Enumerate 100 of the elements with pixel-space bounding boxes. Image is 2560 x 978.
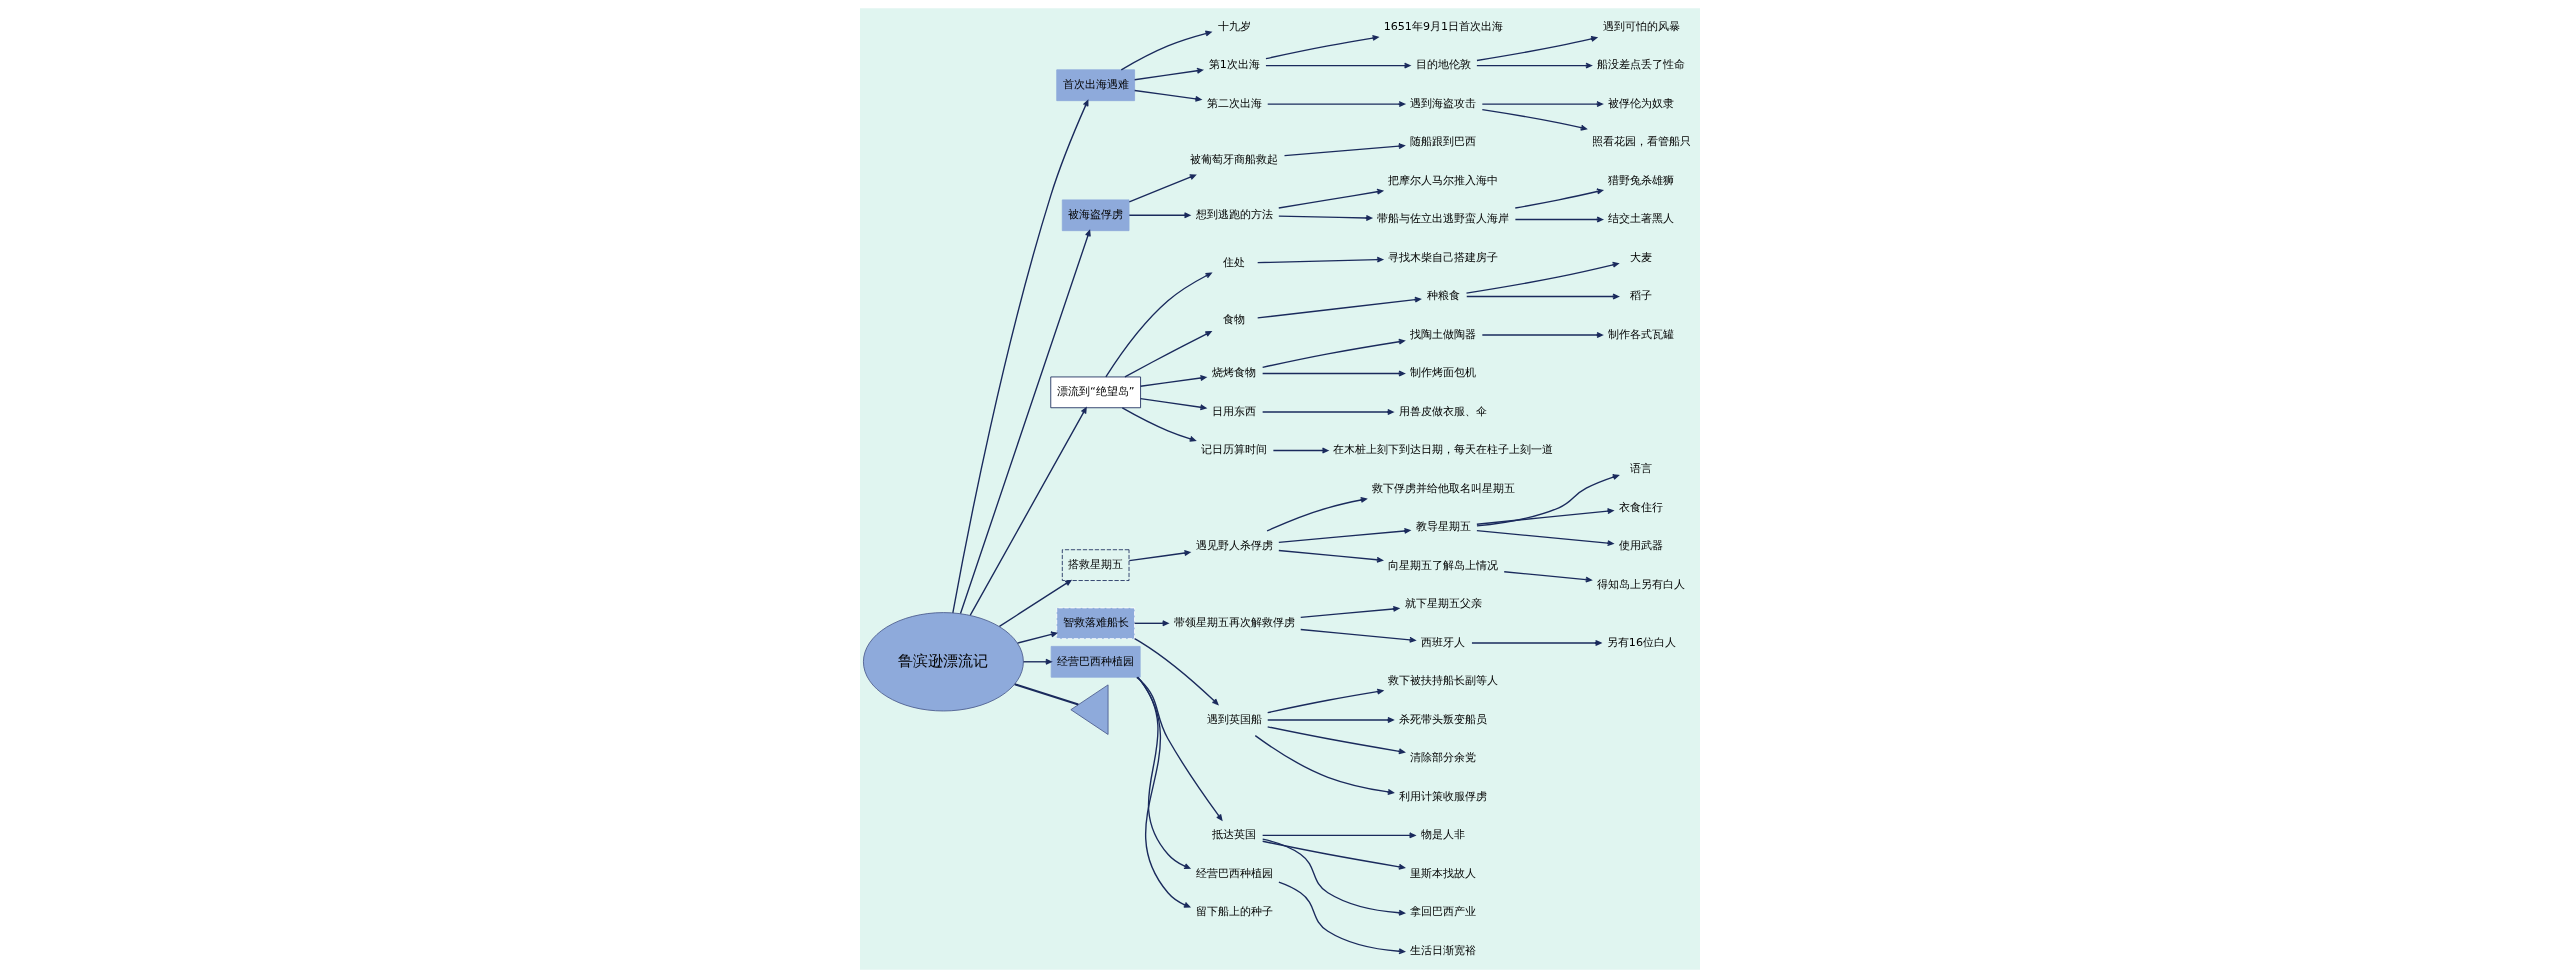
arrow [1476,529,1614,547]
node-text: 带船与佐立出逃野蛮人海岸 [1377,212,1510,226]
node-text: 制作烤面包机 [1410,366,1477,380]
arrow [1300,628,1416,643]
node-text: 留下船上的种子 [1195,905,1273,919]
arrow [969,407,1087,616]
arrow [1283,143,1405,157]
node-text: 拿回巴西产业 [1410,905,1477,919]
node-text: 另有16位白人 [1606,635,1676,649]
arrow [1136,676,1223,821]
arrow [1278,549,1383,563]
arrow [1128,550,1191,562]
node-box: 被海盗俘虏 [1061,199,1130,232]
arrow [1465,261,1619,294]
node-text: 利用计策收服俘虏 [1399,789,1488,803]
node-triangle [1070,684,1109,735]
node-text: 经营巴西种植园 [1195,866,1273,880]
arrow [1481,108,1587,131]
node-text: 物是人非 [1421,828,1466,842]
node-text: 找陶土做陶器 [1410,327,1477,341]
node-box: 搭救星期五 [1061,549,1130,581]
arrow [1136,676,1191,908]
node-text: 照看花园，看管船只 [1591,135,1691,149]
node-text: 记日历算时间 [1201,443,1268,457]
node-text: 十九岁 [1217,19,1251,33]
node-text: 用兽皮做衣服、伞 [1399,404,1488,418]
arrow [1267,688,1384,714]
node-text: 目的地伦敦 [1415,58,1471,72]
node-text: 船没差点丢了性命 [1597,58,1686,72]
arrow [959,230,1091,615]
connector [1014,683,1079,706]
node-text: 制作各式瓦罐 [1608,327,1675,341]
node-text: 救下俘虏并给他取名叫星期五 [1371,481,1515,495]
arrow [1257,256,1384,264]
arrow [1265,62,1411,69]
node-text: 向星期五了解岛上情况 [1388,558,1499,572]
arrow [1267,726,1405,755]
node-text: 食物 [1223,313,1246,327]
node-text: 烧烤食物 [1212,366,1257,380]
node-text: 想到逃跑的方法 [1195,208,1273,222]
node-text: 随船跟到巴西 [1410,135,1477,149]
arrow [1266,497,1367,532]
node-text: 大麦 [1630,250,1653,264]
node-text: 生活日渐宽裕 [1410,943,1477,957]
node-text: 遇到可怕的风暴 [1602,19,1680,33]
arrow [1016,631,1058,644]
node-box: 漂流到“绝望岛” [1050,376,1141,409]
arrow [998,579,1072,628]
node-text: 稻子 [1630,289,1653,303]
node-text: 第二次出海 [1206,96,1262,110]
arrow [1133,89,1202,102]
node-text: 教导星期五 [1415,520,1471,534]
arrow [1278,215,1373,221]
arrow [1261,840,1405,870]
arrow [1265,35,1379,60]
arrow [1128,174,1196,203]
node-text: 寻找木柴自己搭建房子 [1388,250,1499,264]
node-text: 在木桩上刻下到达日期，每天在柱子上刻一道 [1333,443,1554,457]
node-box: 首次出海遇难 [1056,69,1135,102]
arrow [1261,409,1394,415]
arrow [1476,62,1592,69]
arrow [1278,188,1384,209]
node-text: 杀死带头叛变船员 [1399,712,1488,726]
node-text: 遇到海盗攻击 [1410,96,1477,110]
node-text: 遇到英国船 [1206,712,1262,726]
node-text: 住处 [1223,256,1246,270]
arrow [1476,474,1619,527]
arrow [1261,338,1405,369]
node-text: 衣食住行 [1619,500,1664,514]
node-text: 猎野兔杀雄狮 [1608,173,1675,187]
node-text: 1651年9月1日首次出海 [1383,19,1504,33]
node-text: 抵达英国 [1212,828,1257,842]
arrow [1139,375,1207,387]
arrow [1257,296,1421,319]
arrow [1121,407,1196,442]
arrow [1514,216,1604,223]
arrow [1278,881,1405,955]
arrow [1278,527,1411,544]
arrow [1262,838,1405,916]
node-text: 使用武器 [1619,539,1664,553]
arrow [1254,734,1394,795]
arrow [1267,101,1406,108]
node-ellipse: 鲁滨逊漂流记 [863,612,1024,712]
arrow [1133,620,1169,627]
arrow [1261,370,1405,377]
node-text: 语言 [1630,462,1653,476]
node-text: 就下星期五父亲 [1404,597,1482,611]
node-text: 种粮食 [1426,289,1460,303]
node-box: 经营巴西种植园 [1050,645,1141,678]
node-text: 得知岛上另有白人 [1597,577,1686,591]
arrow [1128,212,1191,219]
arrow [1476,35,1598,62]
node-text: 日用东西 [1212,404,1257,418]
arrow [1272,447,1329,454]
node-text: 把摩尔人马尔推入海中 [1388,173,1499,187]
arrow [1022,658,1052,665]
node-text: 结交土著黑人 [1608,212,1675,226]
arrow [1300,605,1400,619]
node-text: 里斯本找故人 [1410,866,1477,880]
node-text: 第1次出海 [1208,58,1260,72]
